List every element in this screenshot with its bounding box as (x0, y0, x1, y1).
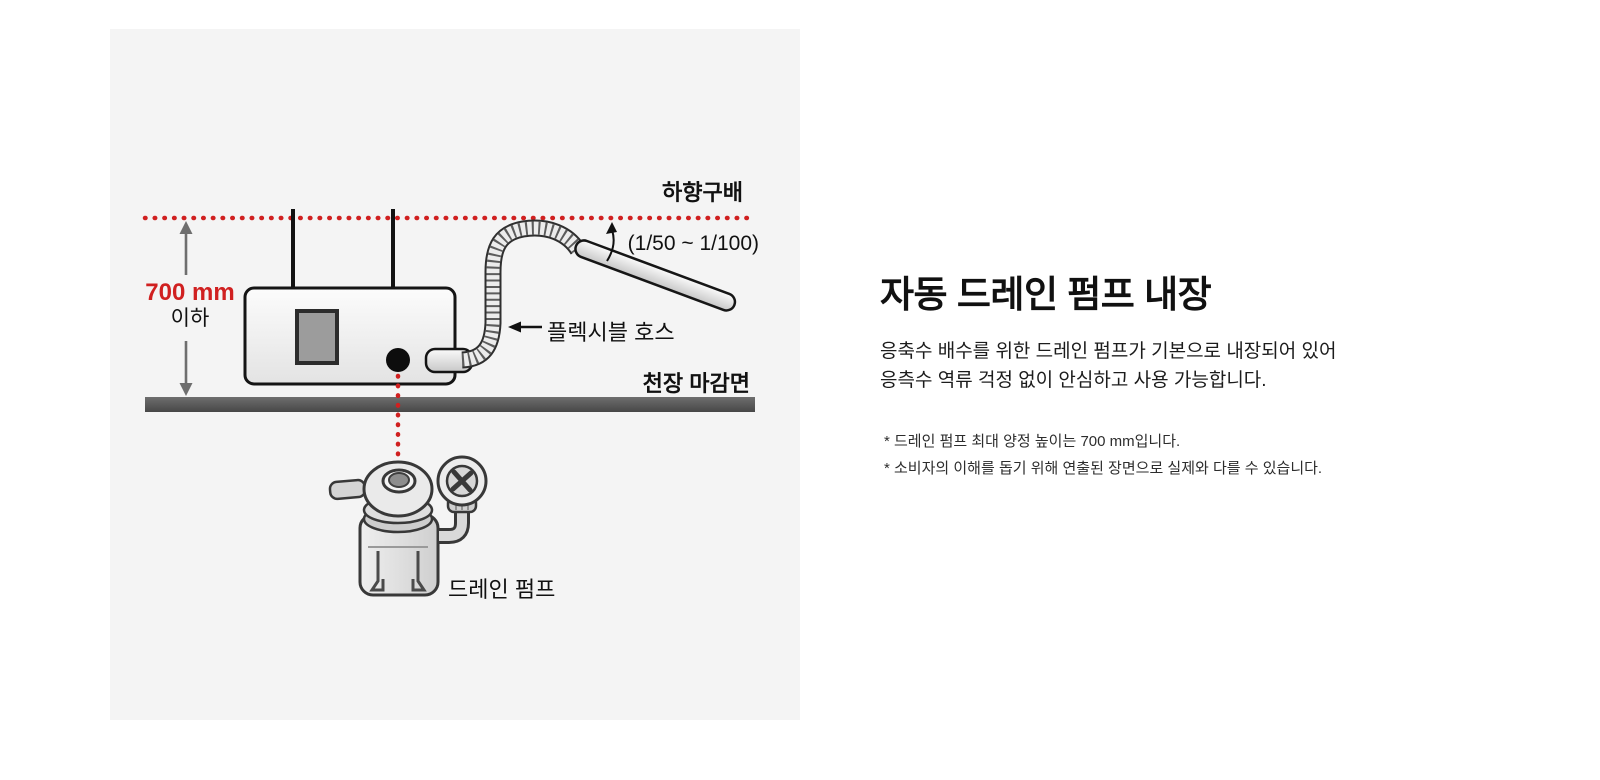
flexible-hose (461, 219, 586, 369)
drain-outlet-dot (386, 348, 410, 372)
hanging-rods (291, 209, 395, 291)
drain-diagram-graphic (142, 209, 757, 597)
feature-title: 자동 드레인 펌프 내장 (880, 274, 1212, 315)
ceiling-bar (145, 397, 755, 412)
ceiling-finish-label: 천장 마감면 (642, 371, 750, 396)
height-range-arrow-icon (179, 221, 193, 396)
diagram-panel: 하향구배 (1/50 ~ 1/100) 700 mm 이하 플렉시블 호스 천장… (110, 29, 800, 720)
feature-description-line: 응측수 역류 걱정 없이 안심하고 사용 가능합니다. (880, 370, 1267, 391)
hose-pointer-arrow-icon (508, 321, 542, 333)
feature-footnotes: * 드레인 펌프 최대 양정 높이는 700 mm입니다. * 소비자의 이해를… (884, 428, 1322, 482)
feature-description-line: 응축수 배수를 위한 드레인 펌프가 기본으로 내장되어 있어 (880, 341, 1337, 362)
max-height-value: 700 mm (145, 279, 235, 306)
footnote-line: * 드레인 펌프 최대 양정 높이는 700 mm입니다. (884, 433, 1181, 450)
max-height-label: 700 mm 이하 (138, 280, 242, 332)
flexible-hose-label: 플렉시블 호스 (547, 320, 675, 345)
footnote-line: * 소비자의 이해를 돕기 위해 연출된 장면으로 실제와 다를 수 있습니다. (884, 460, 1323, 477)
indoor-unit (243, 286, 474, 386)
drain-pipe (574, 239, 737, 312)
slope-ratio-label: (1/50 ~ 1/100) (627, 232, 759, 255)
feature-description: 응축수 배수를 위한 드레인 펌프가 기본으로 내장되어 있어 응측수 역류 걱… (880, 337, 1336, 395)
unit-port-square (295, 309, 339, 365)
drain-pump-label: 드레인 펌프 (448, 577, 556, 602)
drain-pump-illustration (328, 455, 488, 597)
downward-slope-label: 하향구배 (662, 180, 743, 205)
max-height-suffix: 이하 (170, 307, 210, 330)
slope-arrow-icon (606, 222, 617, 262)
